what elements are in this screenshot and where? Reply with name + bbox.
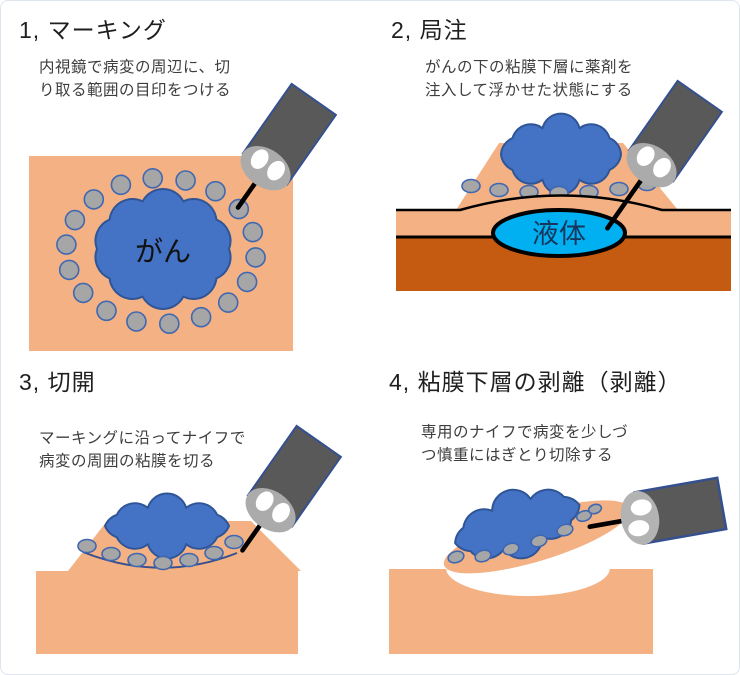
cancer-lesion	[104, 492, 230, 560]
marking-dot	[204, 545, 224, 561]
marking-dot	[474, 549, 492, 563]
illustration-marking: がん	[29, 82, 338, 351]
desc-line: 注入して浮かせた状態にする	[425, 82, 633, 99]
panel-title-injection: 2, 局注	[391, 17, 468, 43]
endoscope-lens-icon	[636, 146, 655, 166]
desc-line: 内視鏡で病変の周辺に、切	[39, 59, 231, 76]
marking-dot	[83, 189, 105, 210]
endoscope-lens-icon	[628, 520, 650, 537]
marking-dot	[56, 234, 77, 255]
marking-dot	[609, 181, 629, 197]
marking-dot	[77, 538, 97, 554]
fluid-label: 液体	[532, 219, 586, 249]
marking-dot	[587, 503, 603, 515]
marking-dot	[110, 174, 132, 196]
marking-dot	[159, 313, 180, 334]
marking-dot	[96, 300, 117, 322]
panel-desc-incision: マーキングに沿ってナイフで 病変の周囲の粘膜を切る	[39, 427, 246, 473]
marking-dot	[153, 555, 173, 571]
marking-dot	[447, 550, 465, 564]
marking-dot	[556, 523, 574, 537]
marking-dot	[242, 221, 264, 243]
marking-dot	[224, 534, 244, 550]
lesion-label: がん	[135, 236, 191, 267]
marking-dot	[530, 534, 548, 548]
marking-dot	[489, 182, 509, 198]
panel-desc-dissection: 専用のナイフで病変を少しづ つ慎重にはぎとり切除する	[421, 421, 628, 467]
fluid-pocket	[491, 208, 627, 258]
illustration-injection: 液体	[396, 79, 731, 291]
marking-dot	[461, 178, 481, 194]
desc-line: つ慎重にはぎとり切除する	[421, 447, 614, 464]
marking-dot	[245, 247, 266, 268]
marking-dot	[175, 170, 196, 191]
desc-line: 専用のナイフで病変を少しづ	[421, 424, 629, 441]
illustration-dissection	[389, 476, 728, 654]
panel-desc-marking: 内視鏡で病変の周辺に、切 り取る範囲の目印をつける	[39, 56, 231, 102]
panel-title-incision: 3, 切開	[19, 369, 96, 395]
marking-dot-row	[77, 534, 244, 571]
marking-dot-row	[447, 503, 603, 564]
mucosa-layer	[36, 571, 298, 654]
marking-dot	[127, 552, 147, 568]
marking-dot	[205, 180, 226, 202]
desc-line: り取る範囲の目印をつける	[39, 82, 232, 99]
endoscope	[587, 476, 728, 546]
endoscope	[240, 424, 343, 553]
cancer-lesion	[500, 112, 622, 196]
panel-title-marking: 1, マーキング	[19, 17, 167, 43]
endoscope	[235, 82, 338, 210]
marking-dot	[217, 292, 239, 313]
marking-dot	[502, 542, 520, 556]
endoscope-lens-icon	[267, 160, 285, 181]
desc-line: 病変の周囲の粘膜を切る	[39, 453, 216, 470]
endoscope	[605, 79, 724, 231]
desc-line: マーキングに沿ってナイフで	[39, 430, 246, 447]
marking-dot-ring	[56, 168, 266, 334]
mucosa-band-outline	[396, 194, 731, 212]
marking-dot	[142, 168, 163, 189]
marking-dot	[64, 209, 86, 231]
marking-dot	[72, 282, 94, 304]
illustration-incision	[36, 424, 343, 654]
panel-desc-injection: がんの下の粘膜下層に薬剤を 注入して浮かせた状態にする	[425, 56, 633, 102]
marking-dot	[58, 259, 80, 281]
cancer-lesion	[94, 188, 232, 310]
endoscope-lens-icon	[272, 502, 290, 523]
endoscope-lens-icon	[250, 149, 269, 169]
marking-dot	[101, 546, 121, 562]
endoscope-lens-icon	[630, 499, 652, 516]
marking-dot	[126, 311, 147, 332]
endoscope-lens-icon	[255, 491, 274, 511]
panel-title-dissection: 4, 粘膜下層の剥離（剥離）	[389, 369, 682, 395]
marking-dot	[190, 306, 212, 328]
marking-dot	[236, 271, 258, 293]
endoscope-lens-icon	[653, 157, 671, 178]
desc-line: がんの下の粘膜下層に薬剤を	[425, 59, 634, 76]
marking-dot	[179, 552, 199, 568]
